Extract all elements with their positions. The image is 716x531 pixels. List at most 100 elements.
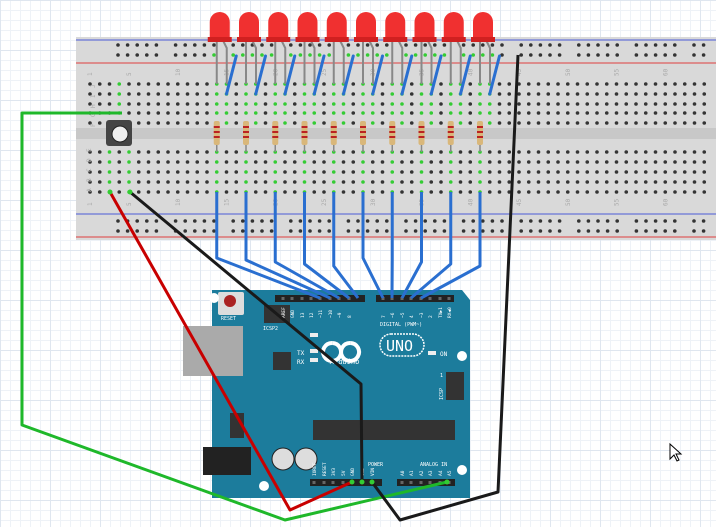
breadboard-hole	[205, 92, 209, 96]
breadboard-hole	[137, 170, 141, 174]
breadboard-hole	[225, 111, 229, 115]
led[interactable]	[239, 12, 259, 40]
breadboard-hole	[156, 180, 160, 184]
breadboard-hole	[147, 170, 151, 174]
breadboard-hole	[566, 180, 570, 184]
column-number: 1	[87, 72, 94, 76]
breadboard-hole	[585, 82, 589, 86]
breadboard-hole	[654, 82, 658, 86]
rail-hole	[327, 53, 331, 57]
rail-hole	[539, 53, 543, 57]
led[interactable]	[415, 12, 435, 40]
breadboard-hole	[546, 102, 550, 106]
breadboard-hole	[468, 170, 472, 174]
led[interactable]	[210, 12, 230, 40]
breadboard-hole	[381, 102, 385, 106]
led[interactable]	[268, 12, 288, 40]
row-label: J	[90, 84, 97, 88]
breadboard-hole	[468, 102, 472, 106]
breadboard-hole	[439, 111, 443, 115]
header-pin[interactable]	[439, 297, 442, 300]
breadboard-hole	[108, 170, 112, 174]
breadboard-hole	[459, 121, 463, 125]
rail-hole	[663, 219, 667, 223]
breadboard-hole	[137, 150, 141, 154]
breadboard-hole	[459, 170, 463, 174]
header-pin[interactable]	[282, 297, 285, 300]
breadboard-hole	[351, 102, 355, 106]
breadboard-hole	[566, 111, 570, 115]
header-pin[interactable]	[429, 297, 432, 300]
rail-hole	[673, 53, 677, 57]
led-rim	[237, 37, 261, 42]
rail-hole	[433, 43, 437, 47]
header-pin[interactable]	[448, 297, 451, 300]
led[interactable]	[473, 12, 493, 40]
rail-hole	[203, 229, 207, 233]
breadboard-hole	[556, 111, 560, 115]
rail-hole	[212, 43, 216, 47]
pin-label: VIN	[370, 468, 376, 476]
pin-label: A1	[409, 470, 415, 476]
breadboard-hole	[429, 160, 433, 164]
rail-hole	[692, 219, 696, 223]
breadboard-hole	[527, 170, 531, 174]
breadboard-hole	[527, 82, 531, 86]
breadboard-hole	[634, 102, 638, 106]
breadboard-hole	[390, 180, 394, 184]
breadboard-hole	[683, 82, 687, 86]
breadboard-hole	[351, 111, 355, 115]
breadboard-hole	[488, 111, 492, 115]
led[interactable]	[327, 12, 347, 40]
breadboard-hole	[634, 111, 638, 115]
rail-hole	[519, 43, 523, 47]
breadboard-hole	[683, 160, 687, 164]
breadboard-hole	[332, 111, 336, 115]
breadboard-hole	[615, 111, 619, 115]
breadboard-hole	[195, 82, 199, 86]
led-rim	[471, 37, 495, 42]
breadboard-hole	[420, 170, 424, 174]
breadboard-hole	[585, 92, 589, 96]
led[interactable]	[444, 12, 464, 40]
rail-hole	[615, 229, 619, 233]
header-pin[interactable]	[301, 297, 304, 300]
breadboard-hole	[576, 160, 580, 164]
breadboard-hole	[507, 160, 511, 164]
breadboard-hole	[654, 111, 658, 115]
breadboard-hole	[644, 180, 648, 184]
breadboard-hole	[117, 150, 121, 154]
breadboard-hole	[351, 180, 355, 184]
header-pin[interactable]	[310, 297, 313, 300]
breadboard-hole	[371, 190, 375, 194]
breadboard-hole	[137, 121, 141, 125]
pin-label: 3V3	[331, 468, 337, 476]
breadboard-hole	[556, 92, 560, 96]
breadboard-hole	[663, 102, 667, 106]
breadboard-hole	[498, 92, 502, 96]
breadboard-hole	[108, 82, 112, 86]
breadboard-hole	[537, 150, 541, 154]
breadboard-hole	[176, 82, 180, 86]
rail-hole	[481, 53, 485, 57]
rail-hole	[155, 219, 159, 223]
rail-hole	[318, 229, 322, 233]
rail-hole	[231, 219, 235, 223]
breadboard-hole	[293, 150, 297, 154]
rail-hole	[558, 53, 562, 57]
status-led	[310, 333, 318, 337]
led[interactable]	[356, 12, 376, 40]
resistor-band	[272, 136, 278, 138]
rail-hole	[587, 219, 591, 223]
breadboard-hole	[615, 160, 619, 164]
breadboard-hole	[420, 180, 424, 184]
breadboard-hole	[283, 111, 287, 115]
breadboard-hole	[361, 111, 365, 115]
breadboard-hole	[303, 102, 307, 106]
breadboard-hole	[176, 160, 180, 164]
led[interactable]	[385, 12, 405, 40]
breadboard-hole	[400, 180, 404, 184]
header-pin[interactable]	[291, 297, 294, 300]
icsp2-label: ICSP2	[263, 326, 278, 332]
led[interactable]	[298, 12, 318, 40]
